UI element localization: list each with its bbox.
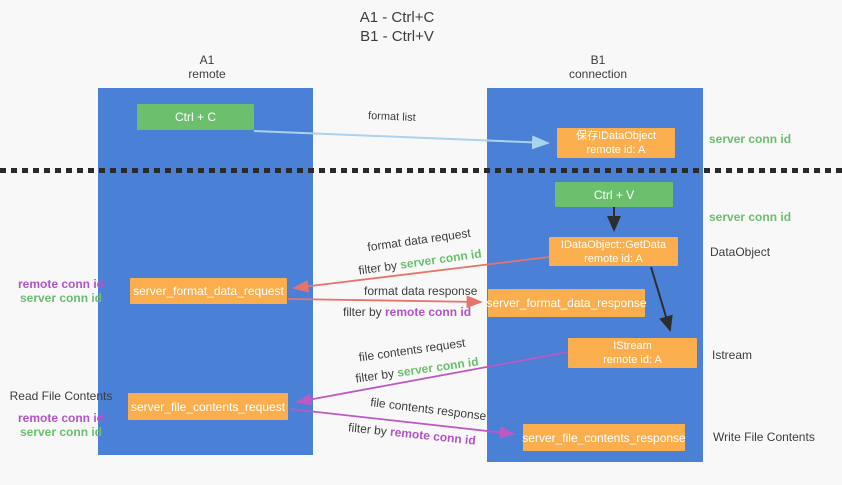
column-a-role: remote (188, 67, 226, 81)
column-b-name: B1 (590, 53, 606, 67)
right-server-conn-id-label-2: server conn id (709, 210, 792, 224)
phase-separator-dashed-line (0, 168, 842, 173)
remote-conn-id-text: remote conn id (385, 305, 472, 319)
left-conn-id-group-file: Read File Contents remote conn id server… (2, 389, 120, 439)
remote-conn-id-text: remote conn id (389, 424, 477, 448)
ctrl-c-event-box: Ctrl + C (137, 104, 254, 130)
column-b-role: connection (568, 67, 628, 81)
server-file-contents-response-box: server_file_contents_response (522, 424, 686, 451)
save-idataobject-line2: remote id: A (586, 144, 646, 156)
istream-line2: remote id: A (603, 354, 662, 366)
ctrl-v-event-box: Ctrl + V (555, 182, 673, 207)
filter-by-remote-conn-id-label-2: filter by remote conn id (347, 420, 478, 448)
format-data-response-label: format data response (364, 284, 478, 298)
istream-line1: IStream (613, 340, 652, 352)
save-idataobject-box: 保存IDataObject remote id: A (557, 128, 675, 158)
filter-by-text: filter by (343, 305, 386, 319)
save-idataobject-line1: 保存IDataObject (575, 130, 657, 142)
file-request-label: server_file_contents_request (130, 399, 286, 414)
file-contents-response-label: file contents response (369, 395, 488, 424)
column-a-header: A1 remote (137, 53, 277, 81)
title-line-2: B1 - Ctrl+V (360, 28, 434, 45)
right-write-file-contents-label: Write File Contents (713, 430, 815, 444)
filter-by-text: filter by (354, 365, 399, 386)
diagram-title: A1 - Ctrl+C B1 - Ctrl+V (297, 8, 497, 46)
title-line-1: A1 - Ctrl+C (359, 9, 435, 26)
istream-box: IStream remote id: A (568, 338, 697, 368)
format-request-label: server_format_data_request (133, 284, 284, 298)
server-file-contents-request-box: server_file_contents_request (128, 393, 288, 420)
server-conn-id-text: server conn id (399, 246, 483, 272)
left-server-conn-id-label-1: server conn id (19, 291, 103, 305)
column-b-header: B1 connection (528, 53, 668, 81)
getdata-line1: IDataObject::GetData (560, 238, 667, 251)
right-server-conn-id-label-1: server conn id (709, 132, 792, 146)
format-list-label: format list (367, 109, 416, 125)
right-dataobject-label: DataObject (710, 245, 771, 259)
server-format-data-response-box: server_format_data_response (486, 289, 647, 317)
filter-by-remote-conn-id-label-1: filter by remote conn id (343, 305, 471, 319)
server-format-data-request-box: server_format_data_request (130, 278, 287, 304)
column-a-name: A1 (199, 53, 215, 67)
format-response-label: server_format_data_response (486, 296, 647, 310)
right-istream-label: Istream (712, 348, 753, 362)
left-server-conn-id-label-2: server conn id (19, 425, 103, 439)
ctrl-c-label: Ctrl + C (174, 110, 216, 124)
filter-by-text: filter by (347, 420, 391, 439)
filter-by-text: filter by (357, 257, 402, 278)
file-response-label: server_file_contents_response (522, 430, 686, 445)
server-conn-id-text: server conn id (396, 354, 480, 380)
left-remote-conn-id-label-1: remote conn id (17, 277, 104, 291)
idataobject-getdata-box: IDataObject::GetData remote id: A (549, 237, 678, 266)
left-remote-conn-id-label-2: remote conn id (17, 411, 104, 425)
ctrl-v-label: Ctrl + V (593, 187, 635, 202)
format-data-response-arrow (287, 295, 483, 309)
getdata-line2: remote id: A (584, 252, 643, 265)
read-file-contents-label: Read File Contents (9, 389, 113, 403)
left-conn-id-group-format: remote conn id server conn id (2, 277, 120, 305)
